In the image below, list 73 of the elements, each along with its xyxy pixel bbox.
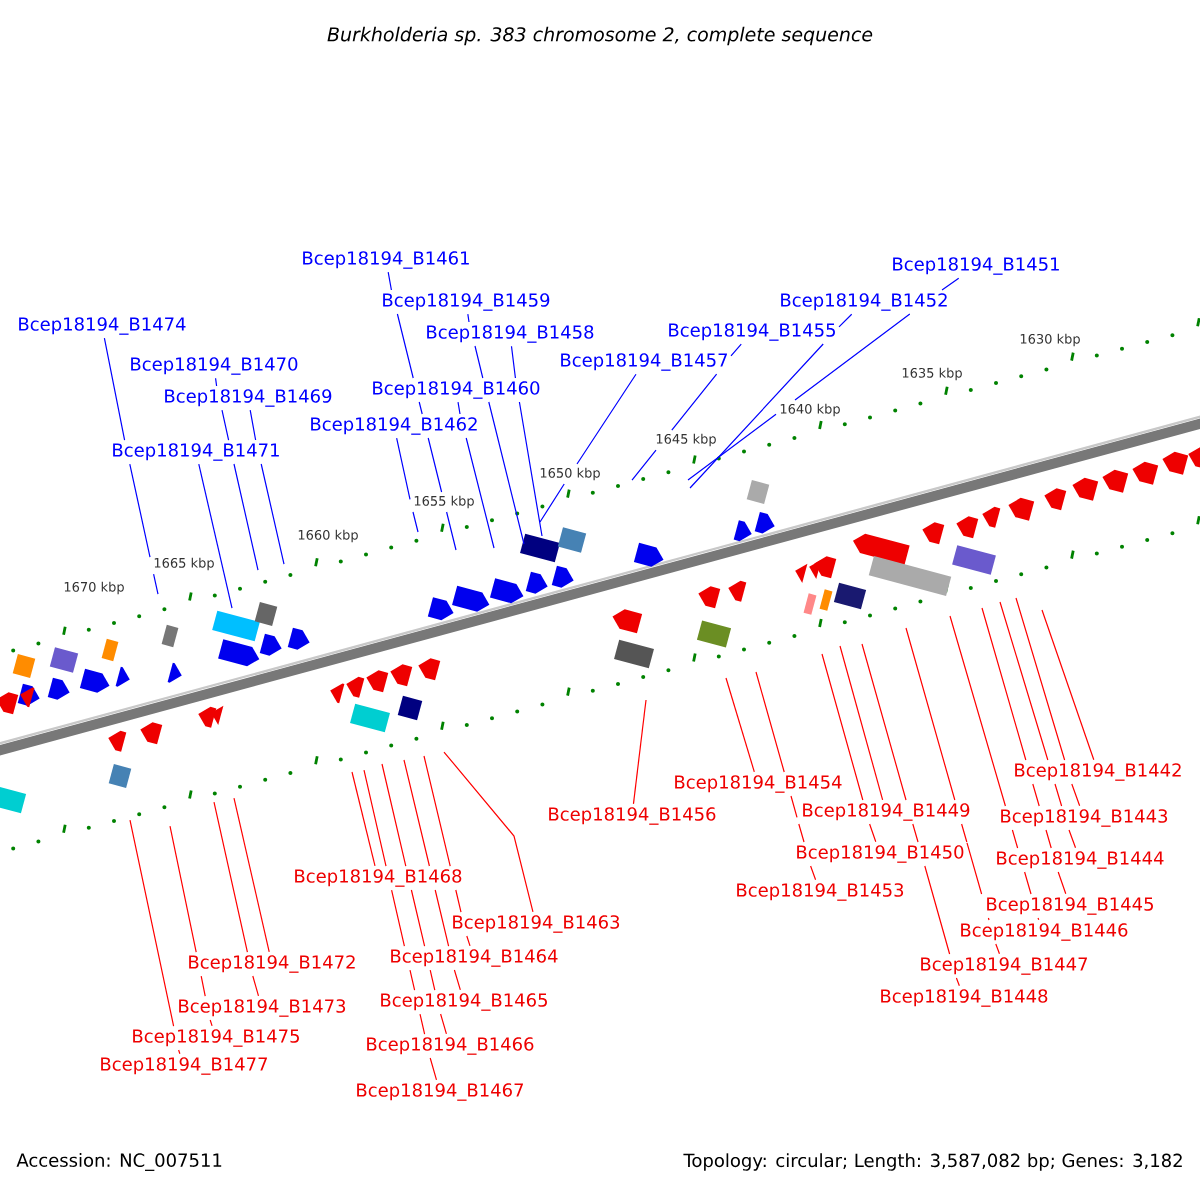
- leader-line: [467, 313, 525, 545]
- gene-label: Bcep18194_B1449: [803, 803, 970, 821]
- leader-line: [689, 313, 853, 489]
- leader-line: [755, 671, 817, 881]
- gene-label: Bcep18194_B1471: [113, 443, 279, 461]
- leader-line: [632, 699, 647, 805]
- leader-line: [233, 797, 270, 953]
- leader-line: [213, 801, 260, 997]
- leader-line: [351, 771, 376, 867]
- leader-line: [457, 401, 495, 549]
- gene-label: Bcep18194_B1464: [391, 949, 558, 967]
- leader-line: [981, 607, 1067, 895]
- gene-label: Bcep18194_B1443: [1001, 809, 1168, 827]
- gene-label: Bcep18194_B1444: [997, 851, 1164, 869]
- gene-label: Bcep18194_B1469: [165, 389, 332, 407]
- gene-label: Bcep18194_B1460: [373, 381, 540, 399]
- leader-line: [905, 627, 1001, 955]
- gene-label: Bcep18194_B1474: [19, 317, 186, 335]
- gene-label: Bcep18194_B1453: [737, 883, 904, 901]
- gene-label: Bcep18194_B1447: [921, 957, 1087, 975]
- leader-line: [725, 677, 755, 773]
- leader-line: [839, 645, 884, 801]
- leader-line: [363, 769, 438, 1081]
- gene-label: Bcep18194_B1467: [357, 1083, 523, 1101]
- gene-label: Bcep18194_B1448: [881, 989, 1048, 1007]
- gene-label: Bcep18194_B1462: [311, 417, 477, 435]
- leader-line: [821, 653, 877, 843]
- leader-line: [443, 751, 534, 913]
- leader-line: [423, 755, 471, 947]
- leader-line: [687, 277, 960, 481]
- gene-label: Bcep18194_B1463: [453, 915, 620, 933]
- gene-label: Bcep18194_B1458: [427, 325, 594, 343]
- gene-label: Bcep18194_B1473: [179, 999, 346, 1017]
- leader-line: [103, 337, 159, 595]
- leader-line: [949, 615, 1040, 921]
- leader-line: [1041, 609, 1095, 761]
- gene-label: Bcep18194_B1455: [669, 323, 835, 341]
- accession-text: Accession: NC_007511: [16, 1153, 222, 1171]
- gene-label: Bcep18194_B1468: [295, 869, 462, 887]
- gene-label: Bcep18194_B1454: [675, 775, 842, 793]
- gene-label: Bcep18194_B1446: [961, 923, 1128, 941]
- gene-label: Bcep18194_B1465: [381, 993, 547, 1011]
- leader-line: [861, 643, 960, 987]
- leader-line: [215, 377, 259, 571]
- leader-line: [396, 437, 419, 533]
- gene-label: Bcep18194_B1450: [797, 845, 964, 863]
- leader-line: [403, 759, 461, 991]
- gene-label: Bcep18194_B1456: [549, 807, 716, 825]
- gene-label: Bcep18194_B1472: [189, 955, 355, 973]
- leader-line: [198, 463, 233, 609]
- gene-label: Bcep18194_B1475: [133, 1029, 299, 1047]
- leader-line: [1015, 597, 1081, 807]
- leader-line: [249, 409, 285, 565]
- title: Burkholderia sp. 383 chromosome 2, complete sequence: [327, 26, 873, 46]
- leader-line: [129, 819, 181, 1055]
- gene-label: Bcep18194_B1470: [131, 357, 298, 375]
- gene-label: Bcep18194_B1466: [367, 1037, 534, 1055]
- gene-label: Bcep18194_B1477: [101, 1057, 267, 1075]
- gene-label: Bcep18194_B1459: [383, 293, 550, 311]
- leader-line: [631, 343, 742, 481]
- leader-line: [387, 271, 457, 551]
- gene-label: Bcep18194_B1452: [781, 293, 947, 311]
- leader-line: [539, 373, 637, 523]
- gene-label: Bcep18194_B1445: [987, 897, 1153, 915]
- summary-text: Topology: circular; Length: 3,587,082 bp; Genes: 3,182: [683, 1153, 1182, 1171]
- leader-line: [169, 825, 213, 1027]
- gene-label: Bcep18194_B1461: [303, 251, 469, 269]
- leader-line: [510, 345, 543, 537]
- gene-label: Bcep18194_B1442: [1015, 763, 1181, 781]
- leader-line: [999, 601, 1077, 849]
- gene-label: Bcep18194_B1457: [561, 353, 727, 371]
- leader-line: [381, 763, 447, 1035]
- gene-label: Bcep18194_B1451: [893, 257, 1059, 275]
